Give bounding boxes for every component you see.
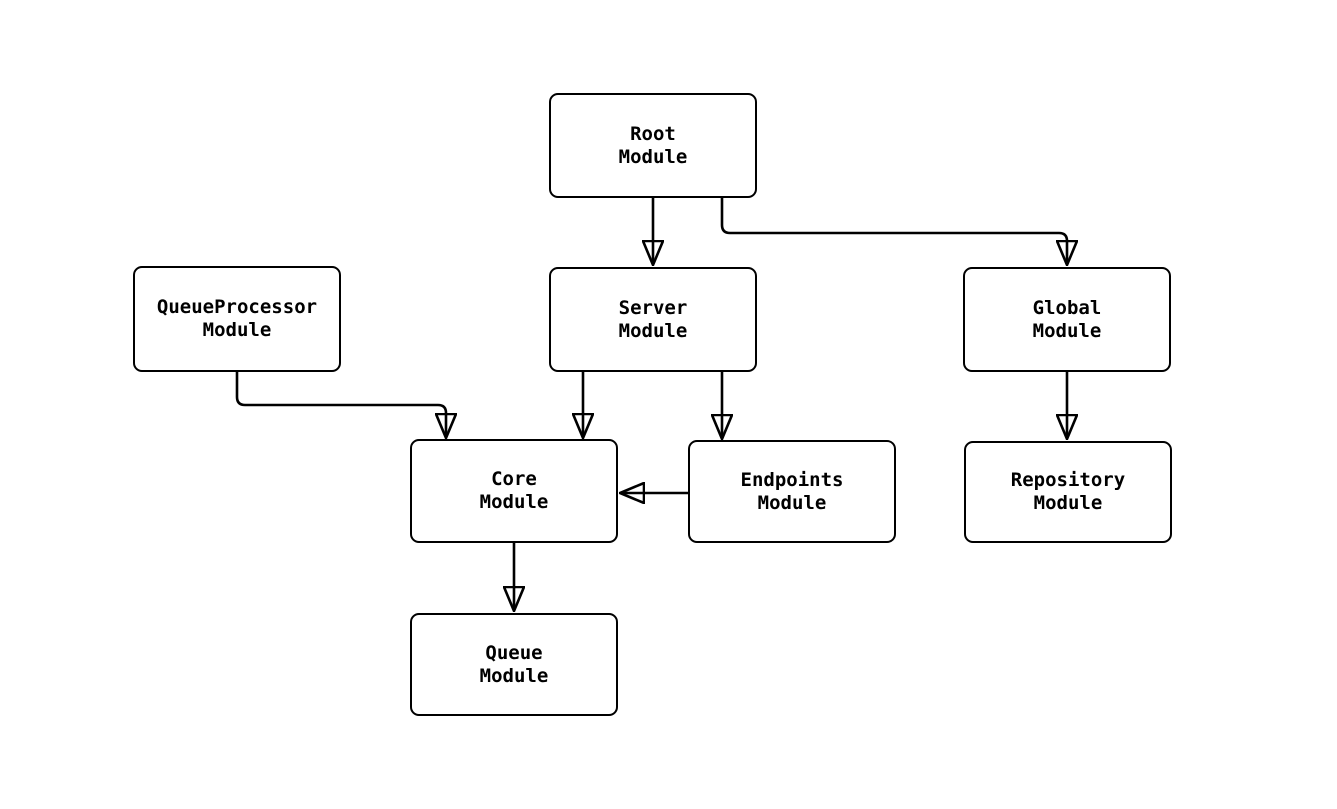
node-label-line: Endpoints [740,468,844,491]
node-label-line: Module [1033,492,1103,514]
node-endpoints-module-label: Endpoints Module [741,469,844,515]
node-label-line: Repository [1010,469,1126,491]
node-label-line: Module [202,319,272,341]
node-label-line: Module [1032,319,1102,342]
edge-root-to-global [720,198,1067,264]
node-global-module-label: Global Module [1033,297,1102,343]
node-label-line: Root [630,122,676,145]
node-server-module: Server Module [549,267,757,372]
node-endpoints-module: Endpoints Module [688,440,896,543]
node-label-line: Core [491,468,537,490]
node-core-module-label: Core Module [480,468,549,514]
node-label-line: QueueProcessor [156,296,318,318]
node-label-line: Queue [485,641,543,664]
node-core-module: Core Module [410,439,618,543]
node-global-module: Global Module [963,267,1171,372]
node-root-module: Root Module [549,93,757,198]
node-label-line: Module [618,145,688,168]
node-queue-module-label: Queue Module [480,642,549,688]
node-queueprocessor-module: QueueProcessor Module [133,266,341,372]
node-queueprocessor-module-label: QueueProcessor Module [157,296,317,342]
node-label-line: Module [618,319,688,342]
node-label-line: Module [479,491,549,513]
node-label-line: Server [618,296,688,319]
node-repository-module: Repository Module [964,441,1172,543]
node-label-line: Global [1032,296,1102,319]
node-label-line: Module [479,664,549,687]
node-repository-module-label: Repository Module [1011,469,1125,515]
node-server-module-label: Server Module [619,297,688,343]
node-label-line: Module [757,491,827,514]
edge-queueprocessor-to-core [235,372,446,437]
node-root-module-label: Root Module [619,123,688,169]
node-queue-module: Queue Module [410,613,618,716]
